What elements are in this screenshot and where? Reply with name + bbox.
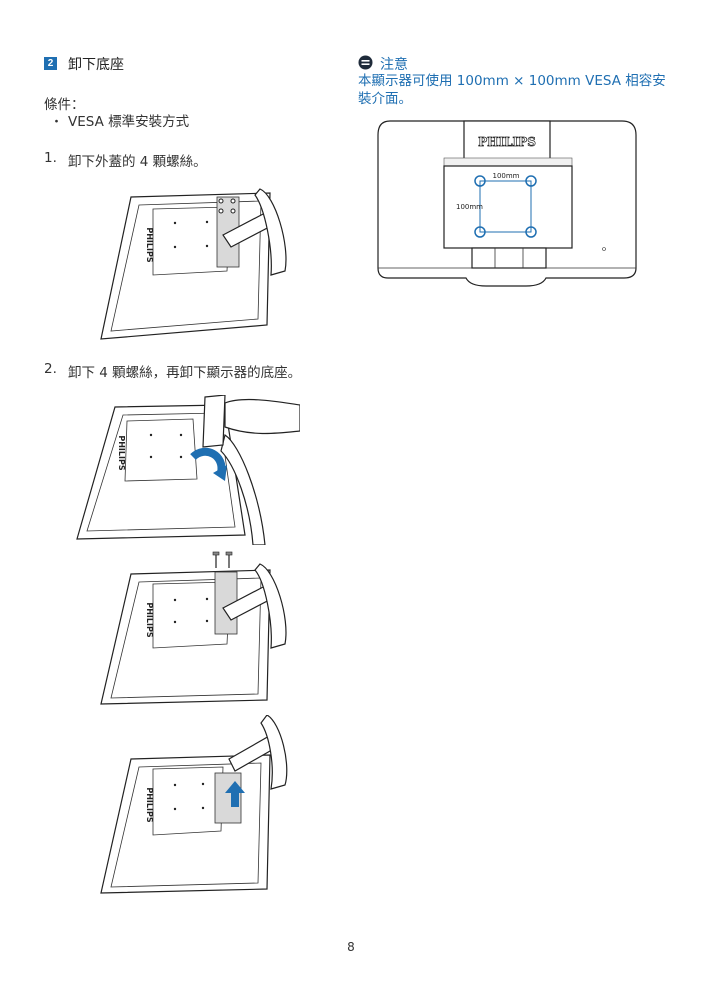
brand-logo-4: PHILIPS (145, 787, 154, 822)
vesa-height-label: 100mm (456, 203, 483, 211)
screw-icon (212, 551, 220, 568)
vesa-width-label: 100mm (493, 172, 520, 180)
step-1-text: 卸下外蓋的 4 顆螺絲。 (68, 154, 207, 170)
condition-item: VESA 標準安裝方式 (68, 114, 190, 130)
conditions-label: 條件： (44, 97, 85, 113)
brand-logo-2: PHILIPS (117, 435, 126, 470)
diagram-step2-remove-screws: PHILIPS (76, 395, 300, 545)
step-2-text: 卸下 4 顆螺絲，再卸下顯示器的底座。 (68, 365, 302, 381)
bullet-marker: ・ (50, 115, 64, 130)
brand-logo-3: PHILIPS (145, 602, 154, 637)
step-2-number: 2. (44, 361, 57, 377)
section-number-badge: 2 (44, 57, 57, 70)
note-icon (358, 55, 373, 70)
note-body: 本顯示器可使用 100mm × 100mm VESA 相容安裝介面。 (358, 73, 666, 107)
section-title: 卸下底座 (68, 57, 124, 73)
up-arrow-icon (225, 781, 245, 793)
page-number: 8 (347, 940, 355, 954)
diagram-step2-screws-out: PHILIPS (100, 551, 287, 705)
note-heading: 注意 (380, 57, 408, 73)
step-1-number: 1. (44, 150, 57, 166)
diagram-step1-monitor: PHILIPS (100, 188, 287, 340)
screw-icon (225, 551, 233, 568)
brand-logo-1: PHILIPS (145, 227, 154, 262)
brand-logo-rear: PHILIPS (478, 135, 536, 149)
diagram-step2-lift-stand: PHILIPS (100, 715, 288, 894)
diagram-vesa-rear-view: PHILIPS 100mm 100mm (377, 120, 637, 287)
rotate-arrow-icon (213, 465, 227, 481)
